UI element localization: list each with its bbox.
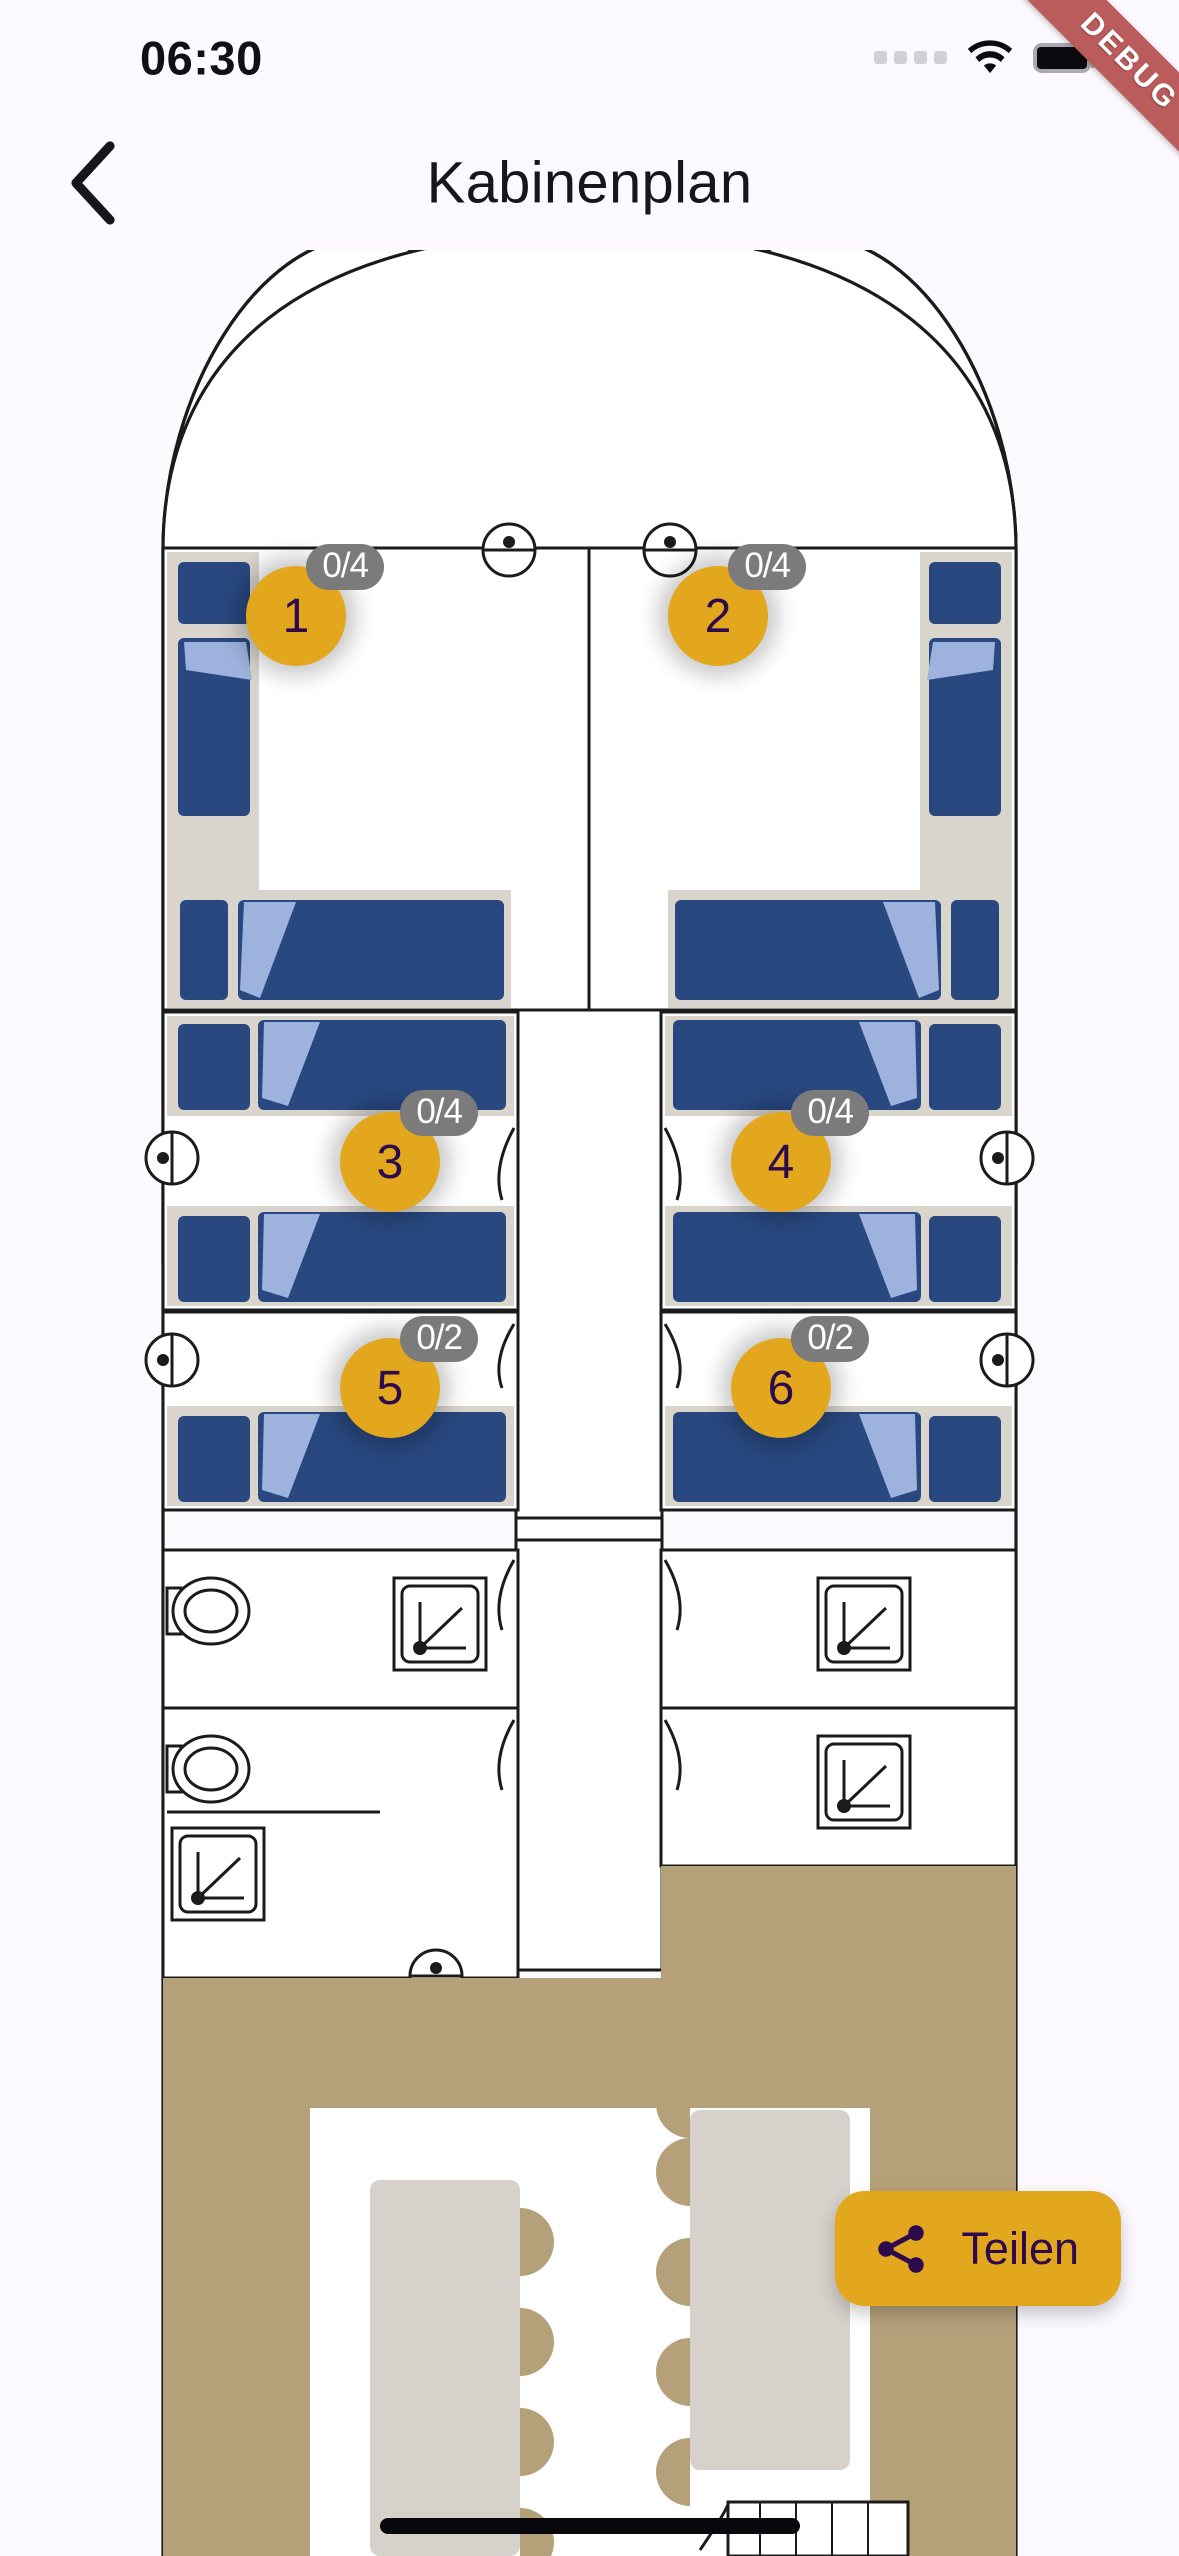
share-button-label: Teilen xyxy=(961,2222,1079,2274)
cabin-occupancy-badge: 0/2 xyxy=(791,1316,869,1362)
cabin-occupancy-badge: 0/4 xyxy=(400,1090,478,1136)
cabin-marker-1[interactable]: 1 0/4 xyxy=(246,544,384,666)
cabin-number: 5 xyxy=(376,1361,404,1415)
cabin-occupancy-badge: 0/4 xyxy=(306,544,384,590)
cabin-number: 3 xyxy=(376,1135,404,1189)
cabin-number: 4 xyxy=(767,1135,795,1189)
chevron-left-icon xyxy=(71,140,115,225)
cabin-occupancy-badge: 0/4 xyxy=(791,1090,869,1136)
page-title: Kabinenplan xyxy=(426,150,753,215)
signal-dots-icon xyxy=(874,51,947,64)
cabin-number: 6 xyxy=(767,1361,795,1415)
cabin-occupancy-badge: 0/2 xyxy=(400,1316,478,1362)
cabin-marker-4[interactable]: 4 0/4 xyxy=(731,1090,869,1212)
battery-full-icon xyxy=(1033,42,1096,73)
share-button[interactable]: Teilen xyxy=(835,2191,1121,2306)
status-bar: 06:30 xyxy=(0,0,1179,115)
cabin-marker-6[interactable]: 6 0/2 xyxy=(731,1316,869,1438)
status-bar-time: 06:30 xyxy=(140,31,263,84)
cabin-marker-2[interactable]: 2 0/4 xyxy=(668,544,806,666)
wifi-icon xyxy=(967,39,1013,73)
share-nodes-icon xyxy=(878,2224,925,2273)
cabin-number: 2 xyxy=(704,589,732,643)
cabin-occupancy-badge: 0/4 xyxy=(728,544,806,590)
cabin-number: 1 xyxy=(282,589,310,643)
status-bar-indicators xyxy=(874,39,1096,76)
deck-plan-canvas[interactable]: 1 0/4 2 0/4 3 0/4 4 0/4 5 0/2 6 0/2 xyxy=(0,250,1179,2556)
cabin-marker-3[interactable]: 3 0/4 xyxy=(340,1090,478,1212)
back-button[interactable] xyxy=(44,135,140,231)
cabin-marker-5[interactable]: 5 0/2 xyxy=(340,1316,478,1438)
deck-plan-drawing xyxy=(144,250,1035,2556)
home-indicator xyxy=(379,2518,800,2534)
app-bar: Kabinenplan xyxy=(0,115,1179,250)
